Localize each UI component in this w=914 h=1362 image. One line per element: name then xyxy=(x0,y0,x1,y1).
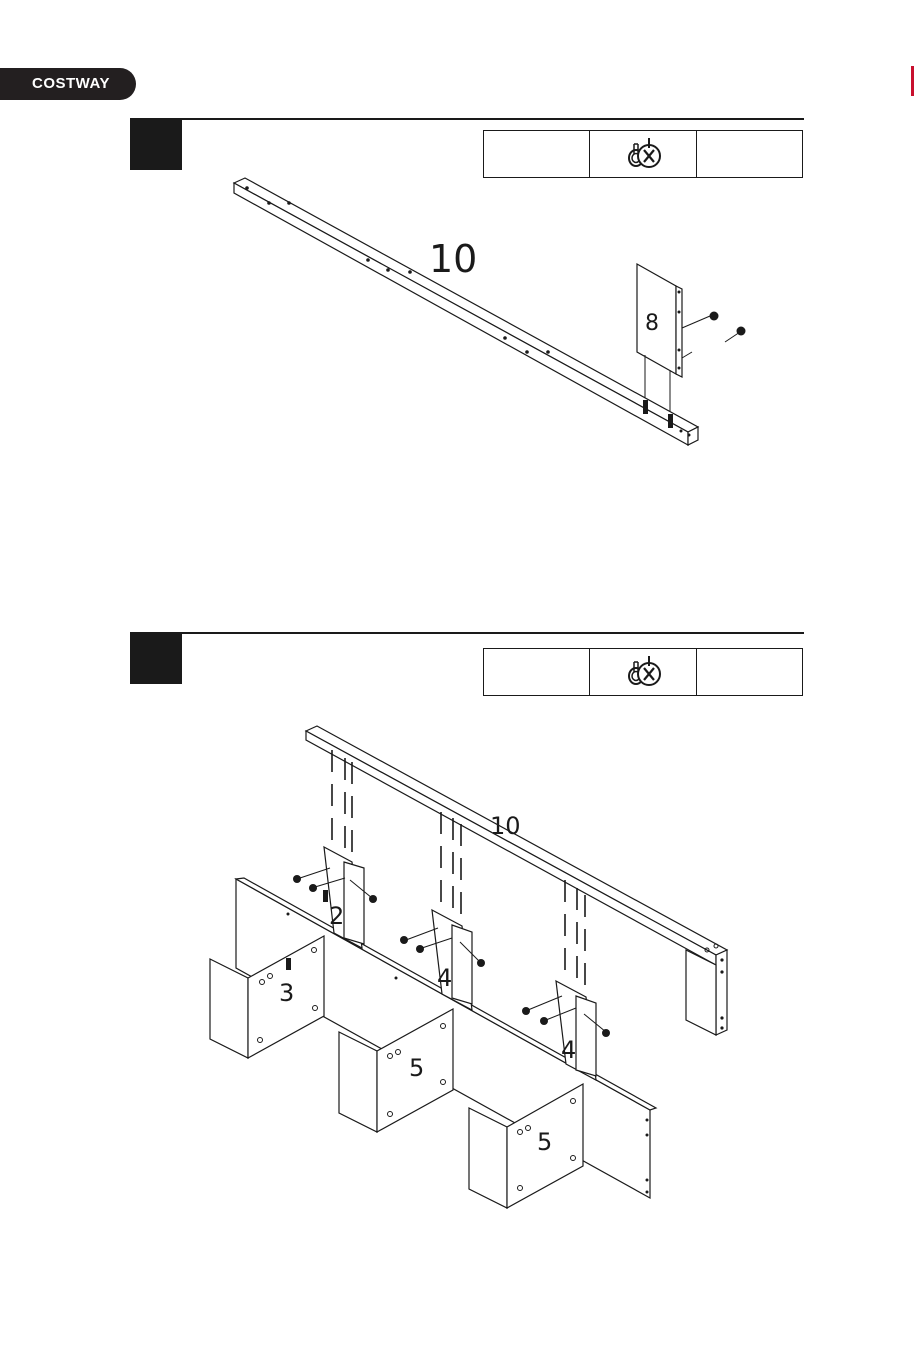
board-10-end-face xyxy=(716,950,727,1035)
hardware-cell-tool xyxy=(590,649,696,695)
part-3-side xyxy=(210,959,248,1058)
part-label-3: 3 xyxy=(279,979,294,1007)
board-10-top-face xyxy=(234,178,698,432)
step-1-diagram: 10 8 xyxy=(0,0,914,460)
step-2-divider xyxy=(130,632,804,634)
part-label-5: 5 xyxy=(537,1128,552,1156)
part-2-side xyxy=(344,862,364,944)
part-label-4: 4 xyxy=(437,964,452,992)
board-10-top-face xyxy=(306,726,727,955)
cam-lock-icon xyxy=(293,875,301,883)
cam-lock-icon xyxy=(710,312,719,321)
part-5a-side xyxy=(339,1032,377,1132)
cam-lock-icon xyxy=(737,327,746,336)
step-2-number-box xyxy=(130,632,182,684)
cam-lock-icon xyxy=(540,1017,548,1025)
cam-lock-icon xyxy=(309,884,317,892)
part-label-10: 10 xyxy=(429,237,477,281)
part-4a-side xyxy=(452,925,472,1004)
panel-8-edge xyxy=(676,286,682,377)
cam-lock-icon xyxy=(602,1029,610,1037)
part-label-5: 5 xyxy=(409,1054,424,1082)
step-2-diagram: 10 2 3 4 4 5 5 xyxy=(0,700,914,1220)
part-label-8: 8 xyxy=(645,311,659,336)
part-label-4: 4 xyxy=(561,1036,576,1064)
board-10-end-panel xyxy=(686,950,716,1035)
board-10-front-face xyxy=(234,183,688,445)
part-5b-side xyxy=(469,1108,507,1208)
part-label-2: 2 xyxy=(329,902,344,930)
board-10-front-face xyxy=(306,731,716,965)
part-label-10: 10 xyxy=(490,812,521,840)
screwdriver-cam-icon xyxy=(622,652,664,692)
cam-lock-icon xyxy=(477,959,485,967)
hardware-cell-empty-right xyxy=(697,649,802,695)
cam-lock-icon xyxy=(522,1007,530,1015)
hardware-cell-empty-left xyxy=(484,649,590,695)
part-4b-side xyxy=(576,996,596,1076)
step-2-hardware-table xyxy=(483,648,803,696)
cam-lock-icon xyxy=(416,945,424,953)
cam-lock-icon xyxy=(400,936,408,944)
cam-lock-icon xyxy=(369,895,377,903)
